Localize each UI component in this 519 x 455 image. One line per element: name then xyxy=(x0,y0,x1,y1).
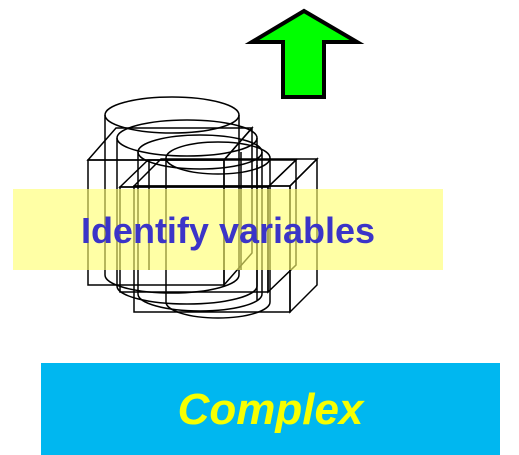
complex-box: Complex xyxy=(41,363,500,455)
up-arrow-icon xyxy=(244,8,365,99)
identify-variables-label: Identify variables xyxy=(13,189,443,270)
